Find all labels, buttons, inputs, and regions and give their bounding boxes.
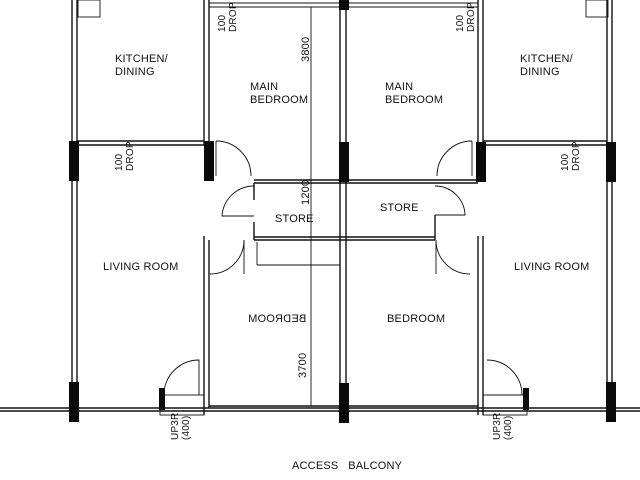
room-label-kitchen-right: KITCHEN/ DINING — [520, 53, 573, 78]
drop-note: 100 DROP — [217, 2, 239, 32]
step-note: UP3R (400) — [170, 412, 192, 440]
dimension-bedroom: 3700 — [297, 352, 309, 378]
room-label-living-right: LIVING ROOM — [514, 261, 590, 273]
label-access-balcony: ACCESS BALCONY — [292, 460, 403, 472]
drop-note: 100 DROP — [114, 141, 136, 171]
walls — [0, 0, 640, 420]
step-note: UP3R (400) — [492, 412, 514, 440]
room-label-main-bedroom-left: MAIN BEDROOM — [250, 81, 309, 106]
door-swings — [159, 140, 528, 416]
room-label-store-left: STORE — [275, 213, 314, 225]
drop-note: 100 DROP — [455, 2, 477, 32]
room-label-kitchen-left: KITCHEN/ DINING — [115, 53, 168, 78]
vents — [77, 0, 609, 18]
room-label-main-bedroom-right: MAIN BEDROOM — [385, 81, 444, 106]
room-label-living-left: LIVING ROOM — [103, 261, 179, 273]
columns — [69, 0, 616, 423]
dimension-main-bedroom: 3800 — [300, 36, 312, 62]
room-label-bedroom-left: BEDROOM — [248, 313, 307, 325]
drop-note: 100 DROP — [560, 141, 582, 171]
room-label-bedroom-right: BEDROOM — [387, 313, 446, 325]
room-label-store-right: STORE — [380, 202, 419, 214]
dimension-store: 1200 — [300, 179, 312, 205]
